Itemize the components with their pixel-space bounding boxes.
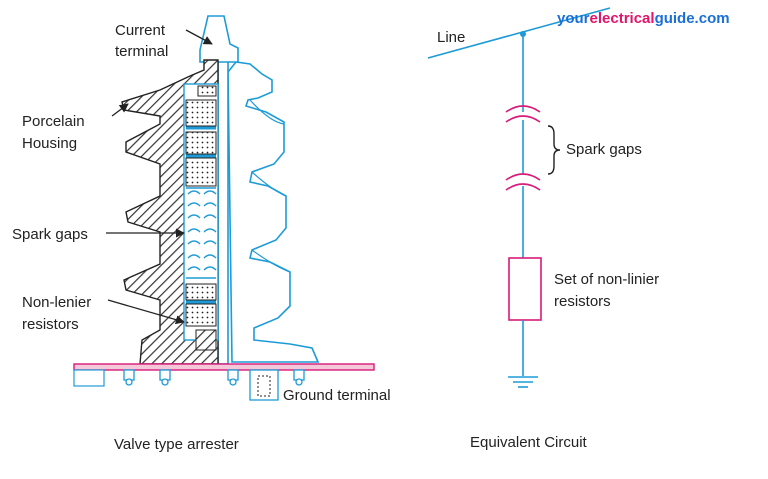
line-conductor <box>427 7 611 59</box>
spark-gap-lower <box>505 173 541 191</box>
circuit-resistors-label-line1: Set of non-linier <box>554 271 660 288</box>
current-terminal-arrow <box>185 29 213 45</box>
current-terminal-shape <box>199 15 239 63</box>
base-bolts <box>123 369 305 386</box>
spark-gap-stack <box>186 187 217 279</box>
line-label: Line <box>437 29 466 46</box>
ground-terminal-label: Ground terminal <box>283 387 391 404</box>
ground-symbol <box>508 376 538 388</box>
spark-gap-upper <box>505 105 541 123</box>
resistor-block <box>185 303 217 327</box>
resistor-block <box>185 283 217 301</box>
current-terminal-label-line1: Current <box>115 22 166 39</box>
watermark-part2: electrical <box>589 10 655 27</box>
central-rod <box>217 43 229 365</box>
resistors-label-line2: resistors <box>22 316 79 333</box>
porcelain-outline-right <box>227 61 320 363</box>
circuit-resistors-label-line2: resistors <box>554 293 611 310</box>
resistor-block <box>185 99 217 127</box>
resistor-block <box>185 131 217 155</box>
spark-gaps-brace <box>547 125 561 175</box>
watermark-part1: your <box>557 10 590 27</box>
resistors-arrow <box>107 299 185 325</box>
base-plate <box>73 363 375 371</box>
porcelain-label-line1: Porcelain <box>22 113 85 130</box>
porcelain-arrow <box>111 103 129 117</box>
arrester-caption: Valve type arrester <box>114 436 239 453</box>
current-terminal-label-line2: terminal <box>115 43 169 60</box>
circuit-caption: Equivalent Circuit <box>470 434 587 451</box>
circuit-spark-gaps-label: Spark gaps <box>566 141 642 158</box>
resistor-symbol <box>508 257 542 321</box>
resistors-label-line1: Non-lenier <box>22 294 92 311</box>
watermark-part3: guide.com <box>654 10 730 27</box>
arrester-drawing <box>73 15 375 401</box>
resistor-block <box>185 157 217 187</box>
equivalent-circuit <box>427 7 611 388</box>
spark-gaps-label: Spark gaps <box>12 226 88 243</box>
porcelain-label-line2: Housing <box>22 135 78 152</box>
site-watermark: yourelectricalguide.com <box>557 10 730 27</box>
